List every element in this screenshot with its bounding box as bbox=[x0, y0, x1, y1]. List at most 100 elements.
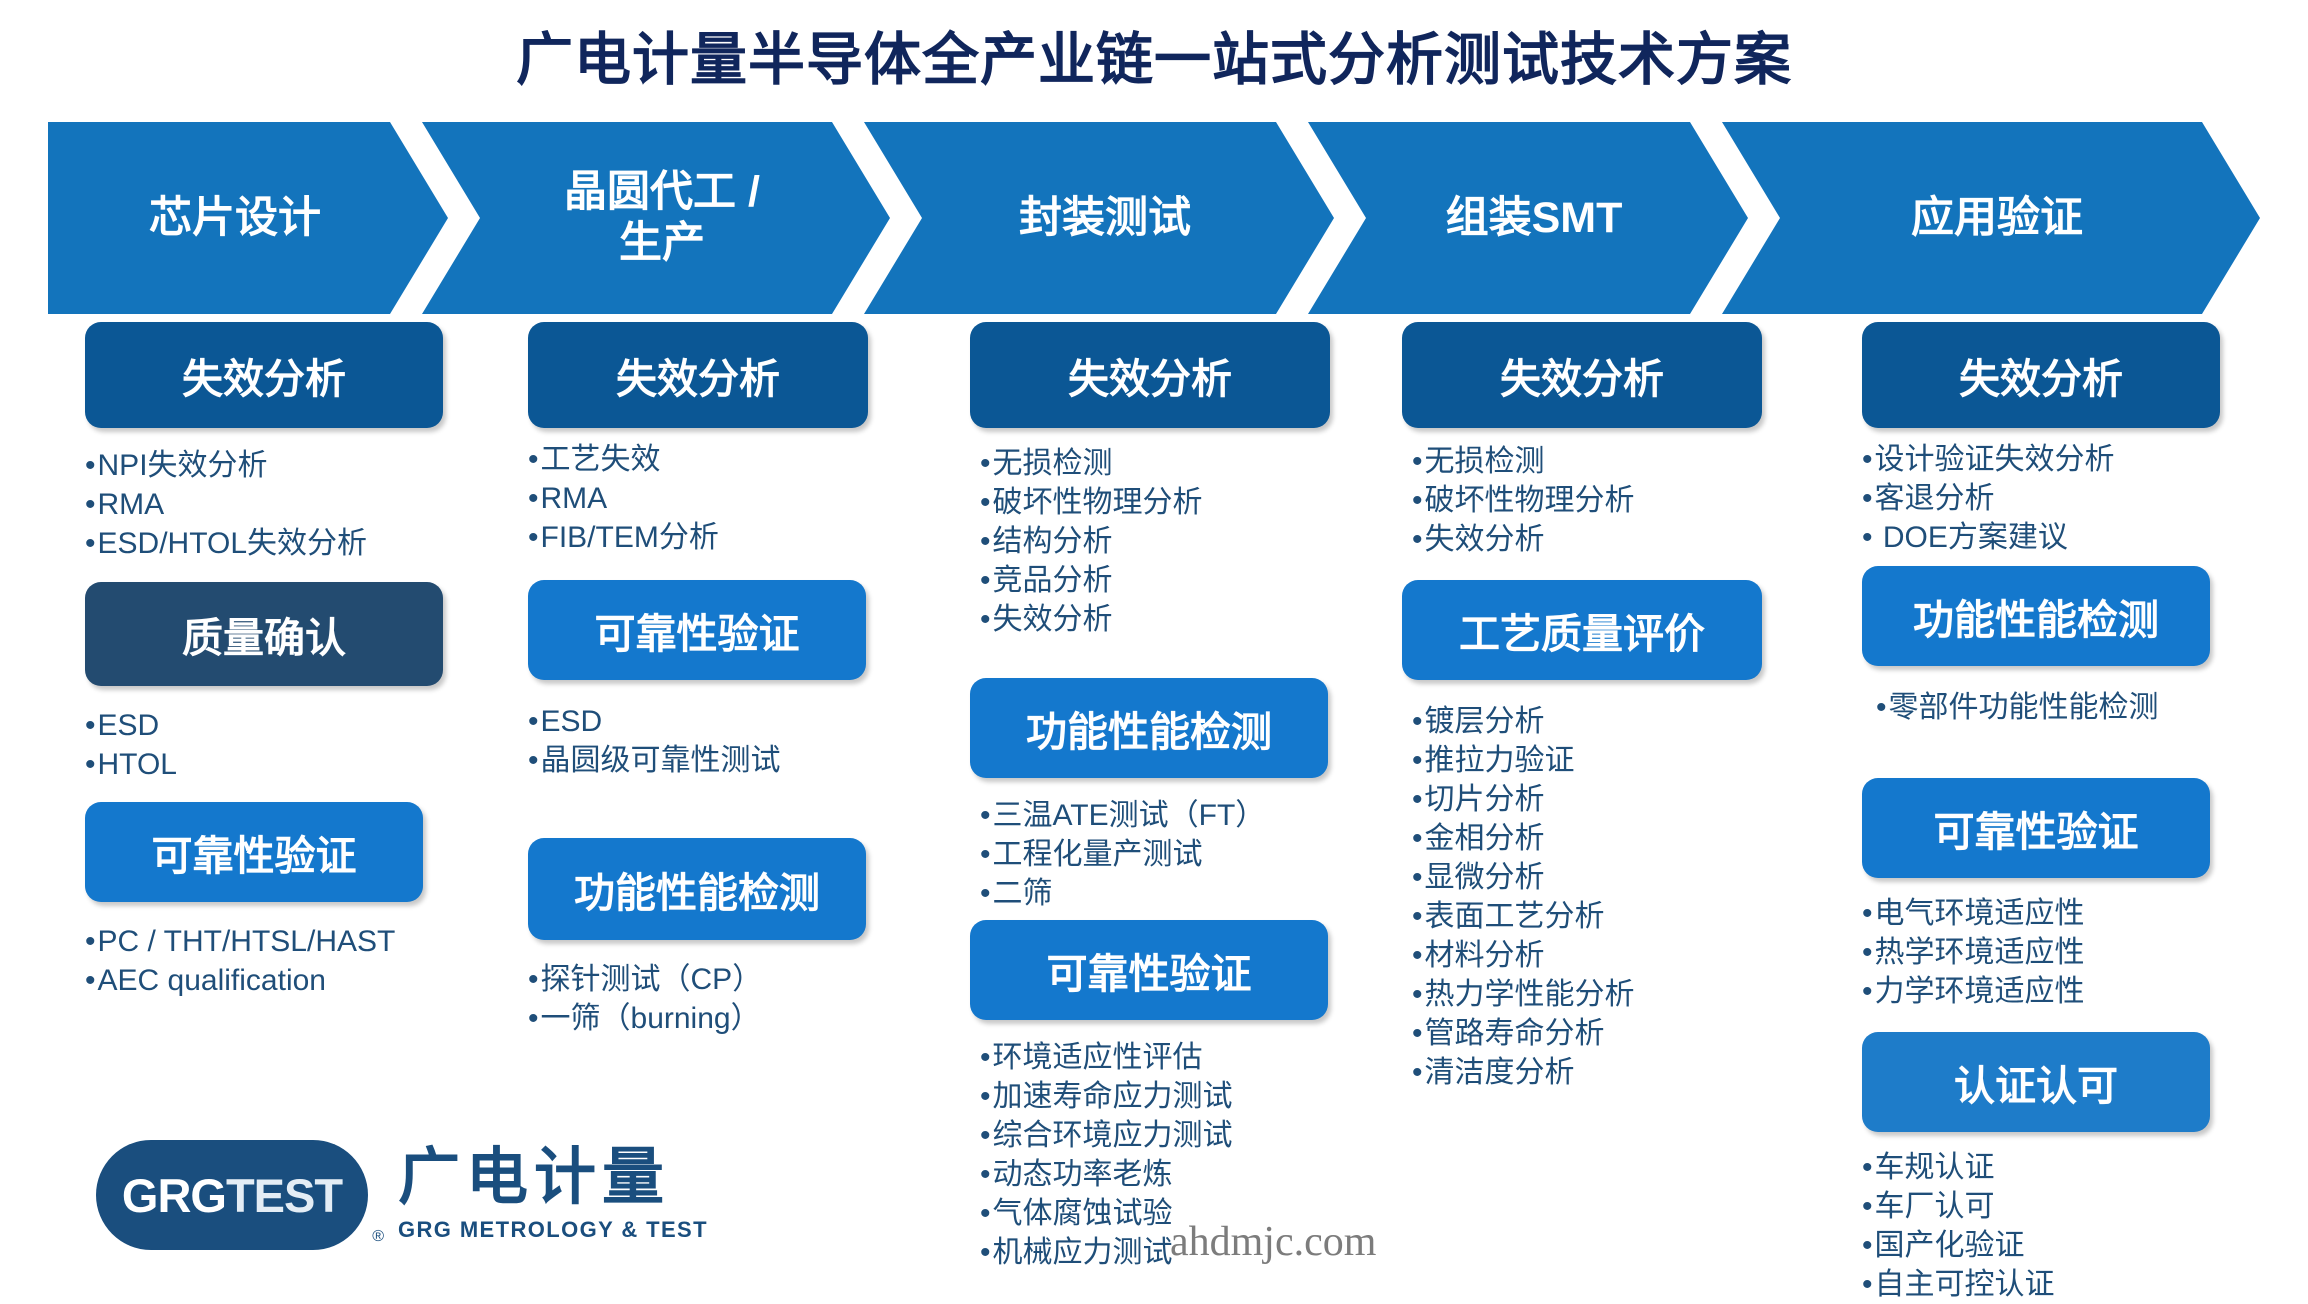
block-items-certification-accreditation: 车规认证 车厂认可 国产化验证 自主可控认证 bbox=[1862, 1148, 2292, 1304]
stage-label: 晶圆代工 / 生产 bbox=[564, 168, 760, 267]
stage-label: 应用验证 bbox=[1911, 193, 2083, 242]
list-item: DOE方案建议 bbox=[1862, 518, 2292, 557]
list-item: 热力学性能分析 bbox=[1412, 975, 1832, 1014]
list-item: 气体腐蚀试验 bbox=[980, 1194, 1420, 1233]
block-header-failure-analysis[interactable]: 失效分析 bbox=[970, 322, 1330, 428]
list-item: 国产化验证 bbox=[1862, 1226, 2292, 1265]
block-items-reliability-verification: 环境适应性评估 加速寿命应力测试 综合环境应力测试 动态功率老炼 气体腐蚀试验 … bbox=[980, 1038, 1420, 1272]
list-item: 镀层分析 bbox=[1412, 702, 1832, 741]
list-item: RMA bbox=[528, 479, 908, 518]
list-item: 客退分析 bbox=[1862, 479, 2292, 518]
stage-label: 组装SMT bbox=[1445, 193, 1623, 242]
list-item: 热学环境适应性 bbox=[1862, 933, 2292, 972]
block-items-failure-analysis: 无损检测 破坏性物理分析 失效分析 bbox=[1412, 442, 1812, 559]
list-item: PC / THT/HTSL/HAST bbox=[85, 922, 505, 961]
list-item: 晶圆级可靠性测试 bbox=[528, 741, 928, 780]
list-item: 加速寿命应力测试 bbox=[980, 1077, 1420, 1116]
block-items-functional-performance-test: 探针测试（CP） 一筛（burning） bbox=[528, 960, 928, 1038]
logo-chinese-name: 广电计量 bbox=[398, 1143, 671, 1212]
company-logo: GRG TEST ® 广电计量 GRG METROLOGY & TEST bbox=[96, 1140, 708, 1250]
list-item: RMA bbox=[85, 485, 475, 524]
list-item: 机械应力测试 bbox=[980, 1233, 1420, 1272]
block-items-functional-performance-test: 三温ATE测试（FT） 工程化量产测试 二筛 bbox=[980, 796, 1400, 913]
logo-english-name: GRG METROLOGY & TEST bbox=[398, 1217, 708, 1242]
logo-mark-part2: TEST bbox=[225, 1168, 343, 1222]
block-header-reliability-verification[interactable]: 可靠性验证 bbox=[1862, 778, 2210, 878]
block-items-reliability-verification: ESD 晶圆级可靠性测试 bbox=[528, 702, 928, 780]
block-header-failure-analysis[interactable]: 失效分析 bbox=[1402, 322, 1762, 428]
list-item: 环境适应性评估 bbox=[980, 1038, 1420, 1077]
list-item: ESD bbox=[85, 706, 475, 745]
block-items-reliability-verification: PC / THT/HTSL/HAST AEC qualification bbox=[85, 922, 505, 1000]
list-item: FIB/TEM分析 bbox=[528, 518, 908, 557]
stage-label: 芯片设计 bbox=[149, 193, 321, 242]
process-chevron-band: 芯片设计 晶圆代工 / 生产 封装测试 组装SMT 应用验证 bbox=[0, 122, 2308, 314]
list-item: 清洁度分析 bbox=[1412, 1053, 1832, 1092]
stage-chevron-packaging-test[interactable]: 封装测试 bbox=[864, 122, 1334, 314]
block-items-quality-confirmation: ESD HTOL bbox=[85, 706, 475, 784]
stage-chevron-application-validation[interactable]: 应用验证 bbox=[1722, 122, 2260, 314]
list-item: 切片分析 bbox=[1412, 780, 1832, 819]
block-header-process-quality-evaluation[interactable]: 工艺质量评价 bbox=[1402, 580, 1762, 680]
list-item: NPI失效分析 bbox=[85, 446, 475, 485]
block-header-reliability-verification[interactable]: 可靠性验证 bbox=[970, 920, 1328, 1020]
block-header-quality-confirmation[interactable]: 质量确认 bbox=[85, 582, 443, 686]
block-items-failure-analysis: 工艺失效 RMA FIB/TEM分析 bbox=[528, 440, 908, 557]
list-item: AEC qualification bbox=[85, 961, 505, 1000]
list-item: 自主可控认证 bbox=[1862, 1265, 2292, 1304]
stage-chevron-chip-design[interactable]: 芯片设计 bbox=[48, 122, 448, 314]
list-item: 电气环境适应性 bbox=[1862, 894, 2292, 933]
list-item: 管路寿命分析 bbox=[1412, 1014, 1832, 1053]
list-item: 力学环境适应性 bbox=[1862, 972, 2292, 1011]
list-item: 综合环境应力测试 bbox=[980, 1116, 1420, 1155]
block-header-reliability-verification[interactable]: 可靠性验证 bbox=[85, 802, 423, 902]
logo-mark-part1: GRG bbox=[121, 1168, 227, 1222]
block-items-failure-analysis: NPI失效分析 RMA ESD/HTOL失效分析 bbox=[85, 446, 475, 563]
grgtest-logo-mark: GRG TEST ® bbox=[96, 1140, 384, 1250]
list-item: 动态功率老炼 bbox=[980, 1155, 1420, 1194]
list-item: 破坏性物理分析 bbox=[980, 483, 1380, 522]
list-item: 零部件功能性能检测 bbox=[1876, 688, 2306, 727]
list-item: ESD/HTOL失效分析 bbox=[85, 524, 475, 563]
stage-chevron-wafer-foundry[interactable]: 晶圆代工 / 生产 bbox=[422, 122, 890, 314]
list-item: 推拉力验证 bbox=[1412, 741, 1832, 780]
list-item: 材料分析 bbox=[1412, 936, 1832, 975]
block-header-reliability-verification[interactable]: 可靠性验证 bbox=[528, 580, 866, 680]
block-items-failure-analysis: 无损检测 破坏性物理分析 结构分析 竞品分析 失效分析 bbox=[980, 444, 1380, 639]
block-items-functional-performance-test: 零部件功能性能检测 bbox=[1876, 688, 2306, 727]
block-header-failure-analysis[interactable]: 失效分析 bbox=[85, 322, 443, 428]
logo-wordmark: 广电计量 GRG METROLOGY & TEST bbox=[398, 1147, 708, 1243]
block-items-process-quality-evaluation: 镀层分析 推拉力验证 切片分析 金相分析 显微分析 表面工艺分析 材料分析 热力… bbox=[1412, 702, 1832, 1092]
list-item: 无损检测 bbox=[980, 444, 1380, 483]
stage-label: 封装测试 bbox=[1019, 193, 1191, 242]
stage-chevron-assembly-smt[interactable]: 组装SMT bbox=[1308, 122, 1748, 314]
block-header-certification-accreditation[interactable]: 认证认可 bbox=[1862, 1032, 2210, 1132]
block-header-functional-performance-test[interactable]: 功能性能检测 bbox=[970, 678, 1328, 778]
list-item: 设计验证失效分析 bbox=[1862, 440, 2292, 479]
list-item: HTOL bbox=[85, 745, 475, 784]
block-header-functional-performance-test[interactable]: 功能性能检测 bbox=[1862, 566, 2210, 666]
list-item: 失效分析 bbox=[980, 600, 1380, 639]
list-item: 失效分析 bbox=[1412, 520, 1812, 559]
list-item: 工艺失效 bbox=[528, 440, 908, 479]
list-item: 显微分析 bbox=[1412, 858, 1832, 897]
list-item: 车厂认可 bbox=[1862, 1187, 2292, 1226]
watermark: ahdmjc.com bbox=[1170, 1219, 1377, 1265]
list-item: 破坏性物理分析 bbox=[1412, 481, 1812, 520]
page-title: 广电计量半导体全产业链一站式分析测试技术方案 bbox=[516, 28, 1792, 92]
list-item: 结构分析 bbox=[980, 522, 1380, 561]
list-item: 车规认证 bbox=[1862, 1148, 2292, 1187]
list-item: 工程化量产测试 bbox=[980, 835, 1400, 874]
list-item: 竞品分析 bbox=[980, 561, 1380, 600]
block-header-failure-analysis[interactable]: 失效分析 bbox=[1862, 322, 2220, 428]
block-items-reliability-verification: 电气环境适应性 热学环境适应性 力学环境适应性 bbox=[1862, 894, 2292, 1011]
list-item: 探针测试（CP） bbox=[528, 960, 928, 999]
list-item: 无损检测 bbox=[1412, 442, 1812, 481]
block-header-functional-performance-test[interactable]: 功能性能检测 bbox=[528, 838, 866, 940]
list-item: 二筛 bbox=[980, 874, 1400, 913]
list-item: 金相分析 bbox=[1412, 819, 1832, 858]
list-item: ESD bbox=[528, 702, 928, 741]
block-header-failure-analysis[interactable]: 失效分析 bbox=[528, 322, 868, 428]
registered-trademark-icon: ® bbox=[372, 1228, 384, 1245]
